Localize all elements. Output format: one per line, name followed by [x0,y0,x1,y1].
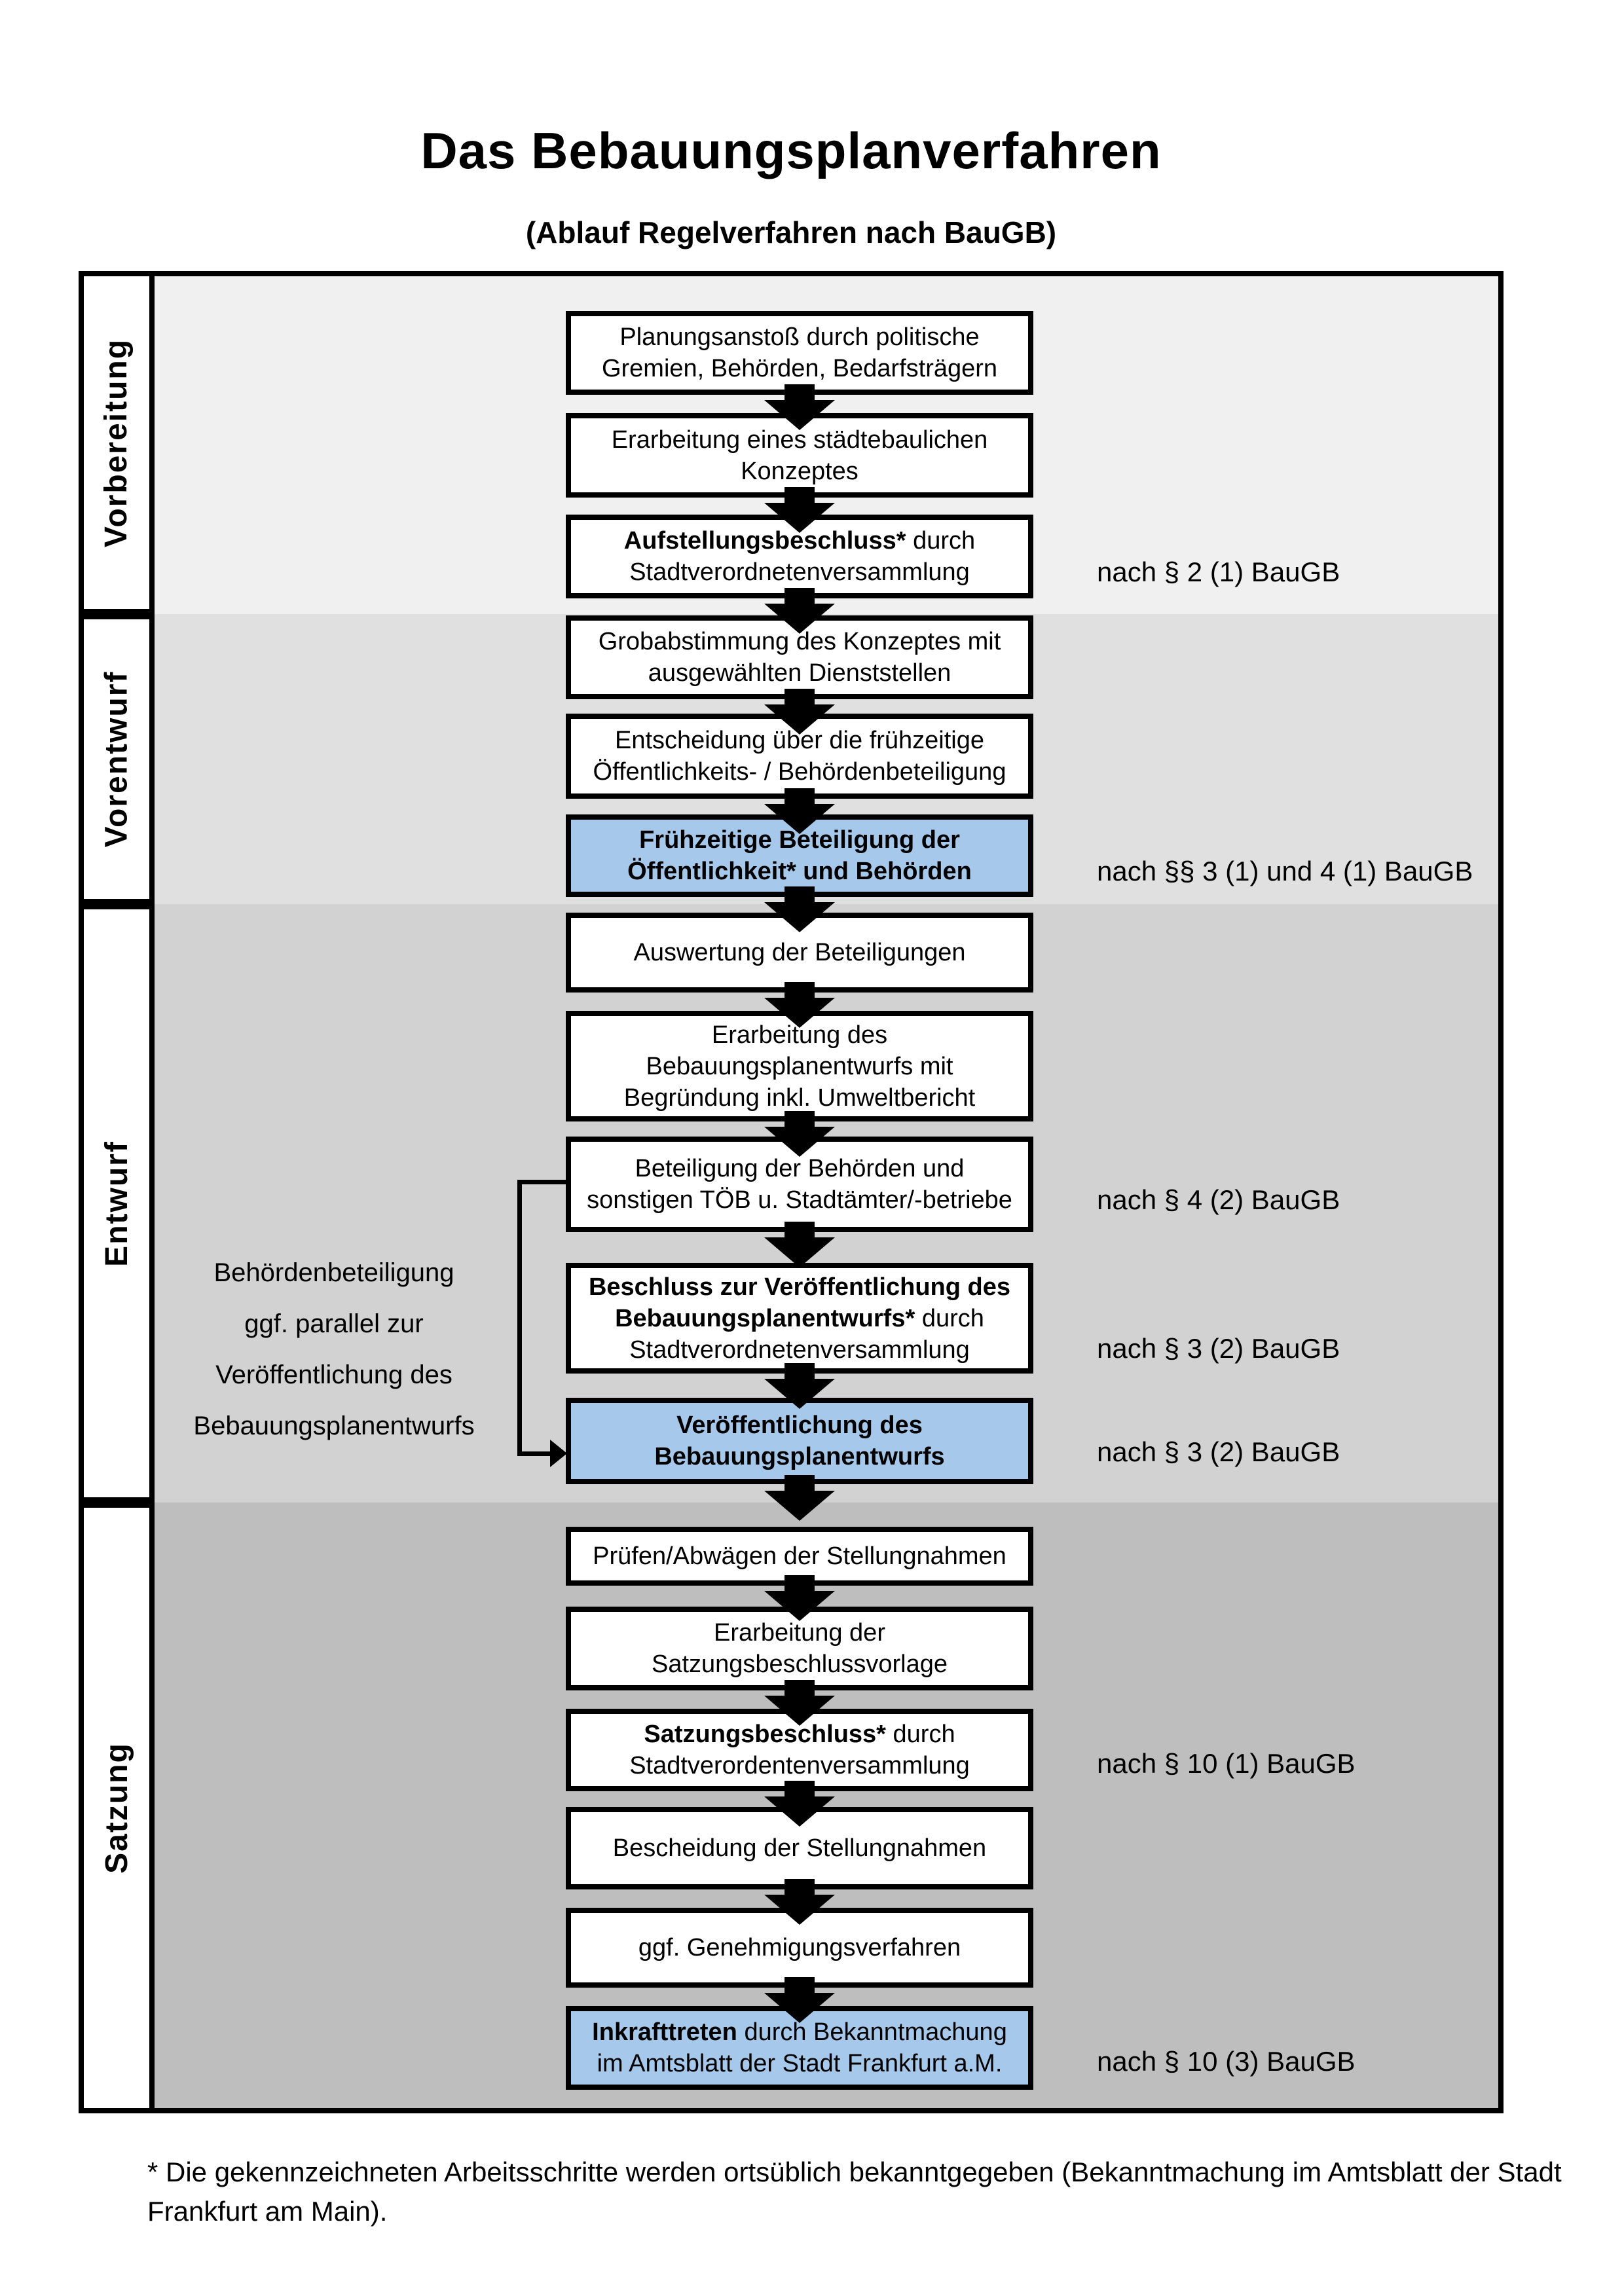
legal-note-10-3: nach § 10 (3) BauGB [1097,2046,1356,2077]
page-title: Das Bebauungsplanverfahren [420,122,1162,179]
phase-label-vorbereitung: Vorbereitung [79,271,155,614]
phase-label-entwurf: Entwurf [79,904,155,1503]
flow-arrow-down-icon [784,1222,815,1237]
arrow-right-icon [550,1440,567,1467]
box-line: Begründung inkl. Umweltbericht [623,1084,976,1112]
parallel-connector-vertical-line [517,1180,522,1456]
box-line: Bebauungsplanentwurfs mit [646,1052,953,1080]
page-subtitle: (Ablauf Regelverfahren nach BauGB) [525,215,1057,249]
footnote-line: Frankfurt am Main). [147,2196,388,2227]
phase-label-satzung: Satzung [79,1503,155,2113]
annotation-line: ggf. parallel zur [244,1309,424,1338]
flow-arrow-down-icon [784,384,815,400]
box-line: Beteiligung der Behörden und [635,1155,965,1182]
flow-arrow-down-icon [784,1680,815,1696]
parallel-annotation: Behördenbeteiligung ggf. parallel zur Ve… [151,1247,517,1451]
flow-arrow-down-icon [784,1879,815,1895]
box-line: ggf. Genehmigungsverfahren [638,1934,961,1961]
legal-note-2-1: nach § 2 (1) BauGB [1097,556,1340,587]
box-line: Prüfen/Abwägen der Stellungnahmen [593,1542,1006,1570]
legal-note-3-1-und-4-1: nach §§ 3 (1) und 4 (1) BauGB [1097,856,1473,886]
flow-arrow-down-icon [784,1977,815,1993]
box-line: Öffentlichkeits- / Behördenbeteiligung [593,758,1006,786]
flow-arrow-down-icon [784,1475,815,1491]
box-line: Veröffentlichung des [676,1412,923,1439]
box-line: im Amtsblatt der Stadt Frankfurt a.M. [597,2050,1003,2077]
annotation-line: Bebauungsplanentwurfs [193,1412,475,1440]
box-line: Stadtverordnetenversammlung [629,558,970,586]
box-line: Erarbeitung der [714,1619,885,1647]
box-line: sonstigen TÖB u. Stadtämter/-betriebe [587,1186,1012,1214]
annotation-line: Behördenbeteiligung [213,1258,454,1287]
flow-arrow-down-icon [784,689,815,704]
parallel-connector-top-line [517,1180,566,1184]
phase-label-vorentwurf: Vorentwurf [79,614,155,904]
footnote-line: * Die gekennzeichneten Arbeitsschritte w… [147,2157,1562,2187]
phase-label-text: Entwurf [99,1140,134,1267]
legal-note-10-1: nach § 10 (1) BauGB [1097,1748,1356,1779]
box-line: Stadtverordnetenversammlung [629,1336,970,1364]
phase-label-text: Vorbereitung [99,338,134,547]
phase-label-text: Satzung [99,1742,134,1874]
flow-arrow-down-icon [784,788,815,804]
box-line: Inkrafttreten durch Bekanntmachung [592,2018,1007,2046]
flow-arrow-down-icon [784,1781,815,1796]
flow-step-planungsanstoss: Planungsanstoß durch politische Gremien,… [566,311,1033,395]
box-line: Auswertung der Beteiligungen [633,939,966,966]
box-line: Gremien, Behörden, Bedarfsträgern [601,355,998,382]
flow-step-satzungsbeschluss: Satzungsbeschluss* durch Stadtverordente… [566,1709,1033,1791]
parallel-connector-bottom-line [517,1451,554,1456]
box-line: Planungsanstoß durch politische [619,323,980,351]
flow-arrow-down-icon [784,1575,815,1591]
flow-arrow-down-icon [784,588,815,604]
box-line: Satzungsbeschlussvorlage [651,1650,948,1678]
flow-step-beschluss-veroeffentlichung: Beschluss zur Veröffentlichung des Bebau… [566,1263,1033,1374]
footnote: * Die gekennzeichneten Arbeitsschritte w… [147,2153,1575,2231]
legal-note-3-2-b: nach § 3 (2) BauGB [1097,1436,1340,1467]
flow-arrow-down-icon [784,886,815,902]
box-line: ausgewählten Dienststellen [648,659,951,687]
annotation-line: Veröffentlichung des [215,1360,452,1389]
box-line: Bebauungsplanentwurfs* durch [615,1304,984,1332]
flow-step-veroeffentlichung-entwurf: Veröffentlichung des Bebauungsplanentwur… [566,1398,1033,1484]
box-line: Öffentlichkeit* und Behörden [627,858,972,885]
box-line: Stadtverordentenversammlung [629,1752,970,1779]
flow-arrow-down-icon [784,1111,815,1127]
flow-arrow-down-icon [784,982,815,998]
flow-arrow-down-icon [784,1363,815,1379]
box-line: Satzungsbeschluss* durch [644,1721,955,1748]
legal-note-3-2-a: nach § 3 (2) BauGB [1097,1333,1340,1364]
box-line: Konzeptes [741,457,858,485]
box-line: Beschluss zur Veröffentlichung des [588,1273,1011,1301]
box-line: Erarbeitung eines städtebaulichen [611,426,988,454]
legal-note-4-2: nach § 4 (2) BauGB [1097,1184,1340,1215]
box-line: Bebauungsplanentwurfs [654,1443,945,1470]
phase-label-text: Vorentwurf [99,670,134,848]
flow-arrow-down-icon [784,487,815,503]
box-line: Bescheidung der Stellungnahmen [612,1834,987,1862]
